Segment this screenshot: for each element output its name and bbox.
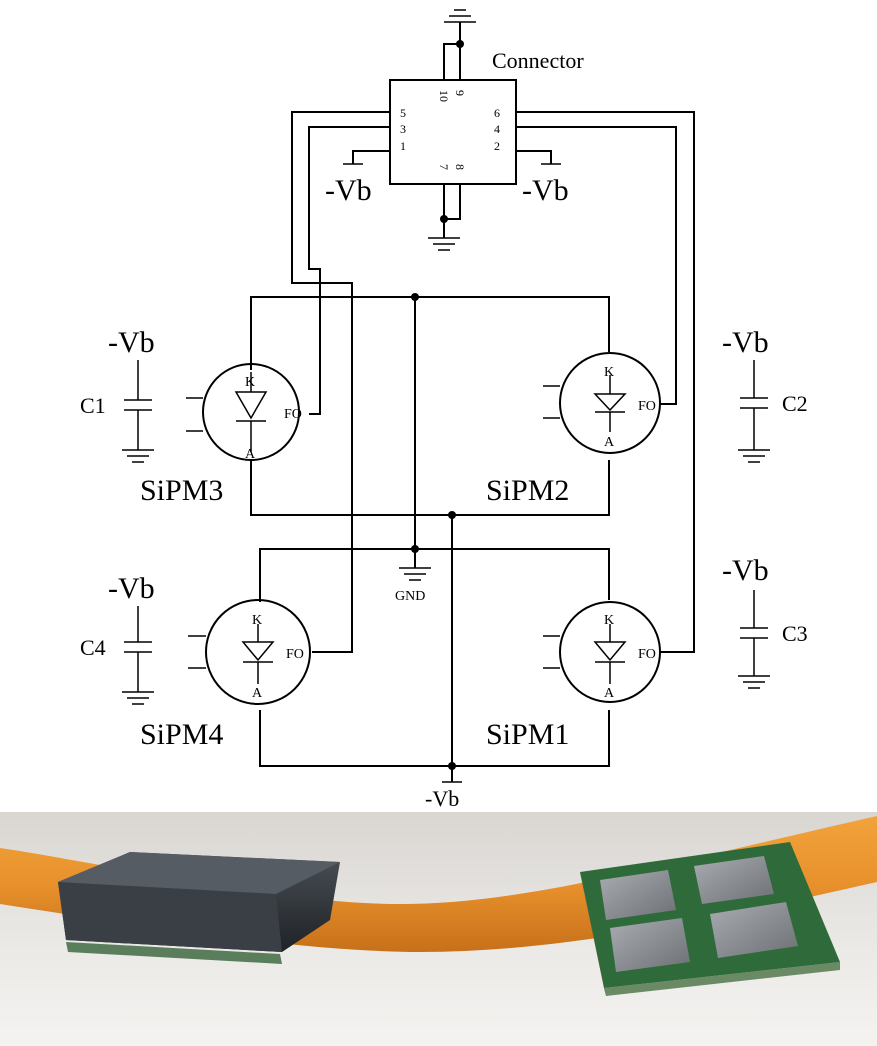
sipm1-pin-fo: FO [638, 647, 656, 662]
sipm3: K A FO SiPM3 [140, 363, 302, 507]
bias-net: -Vb [259, 515, 610, 810]
gnd-label: GND [395, 589, 425, 604]
connector: Connector 5 3 1 6 4 2 10 9 7 8 -Vb -Vb [325, 9, 584, 251]
connector-pin-7: 7 [437, 164, 451, 170]
sipm1-label: SiPM1 [486, 718, 569, 751]
capacitor-c4: -Vb C4 [80, 572, 155, 705]
connector-pin-6: 6 [494, 106, 500, 120]
sipm4-label: SiPM4 [140, 718, 223, 751]
c4-bias-label: -Vb [108, 572, 155, 605]
sipm3-pin-a: A [245, 447, 256, 462]
sipm-window-4 [710, 902, 798, 958]
sipm4-pin-a: A [252, 686, 263, 701]
sipm1-pin-a: A [604, 686, 615, 701]
sipm3-pin-k: K [245, 375, 255, 390]
sipm2-label: SiPM2 [486, 474, 569, 507]
connector-body [389, 79, 517, 185]
sipm4: K A FO SiPM4 [140, 599, 311, 751]
connector-title: Connector [492, 48, 584, 73]
connector-pin-8: 8 [453, 164, 467, 170]
capacitor-c3: -Vb C3 [722, 554, 808, 689]
connector-pin-9: 9 [453, 90, 467, 96]
sipm2-pin-fo: FO [638, 399, 656, 414]
connector-pin-4: 4 [494, 122, 500, 136]
connector-bias-left-label: -Vb [325, 174, 372, 207]
connector-pin-5: 5 [400, 106, 406, 120]
sipm1-pin-k: K [604, 613, 614, 628]
sipm2-pin-k: K [604, 365, 614, 380]
connector-pin-2: 2 [494, 139, 500, 153]
sipm4-pin-fo: FO [286, 647, 304, 662]
sipm3-label: SiPM3 [140, 474, 223, 507]
signal-wires [291, 111, 695, 653]
sipm-window-1 [600, 870, 676, 920]
bare-sipm-pcb [580, 842, 840, 996]
sipm3-pin-fo: FO [284, 407, 302, 422]
c3-label: C3 [782, 621, 808, 646]
ground-net: GND [259, 297, 610, 604]
connector-pin-3: 3 [400, 122, 406, 136]
capacitor-c1: -Vb C1 [80, 326, 155, 463]
c4-label: C4 [80, 635, 106, 660]
sipm2-pin-a: A [604, 435, 615, 450]
connector-pin-1: 1 [400, 139, 406, 153]
bottom-bias-label: -Vb [425, 786, 459, 810]
c1-label: C1 [80, 393, 106, 418]
sipm-window-2 [694, 856, 774, 904]
hardware-photo [0, 812, 877, 1046]
connector-bias-right-label: -Vb [522, 174, 569, 207]
c2-label: C2 [782, 391, 808, 416]
c2-bias-label: -Vb [722, 326, 769, 359]
connector-pin-10: 10 [437, 90, 451, 102]
sipm1: K A FO SiPM1 [486, 601, 661, 751]
capacitor-c2: -Vb C2 [722, 326, 808, 463]
encapsulated-sipm-module [58, 852, 340, 964]
sipm2: K A FO SiPM2 [486, 352, 661, 507]
c3-bias-label: -Vb [722, 554, 769, 587]
c1-bias-label: -Vb [108, 326, 155, 359]
sipm4-pin-k: K [252, 613, 262, 628]
sipm-window-3 [610, 918, 690, 972]
sipm-array-schematic: Connector 5 3 1 6 4 2 10 9 7 8 -Vb -Vb [80, 9, 808, 810]
